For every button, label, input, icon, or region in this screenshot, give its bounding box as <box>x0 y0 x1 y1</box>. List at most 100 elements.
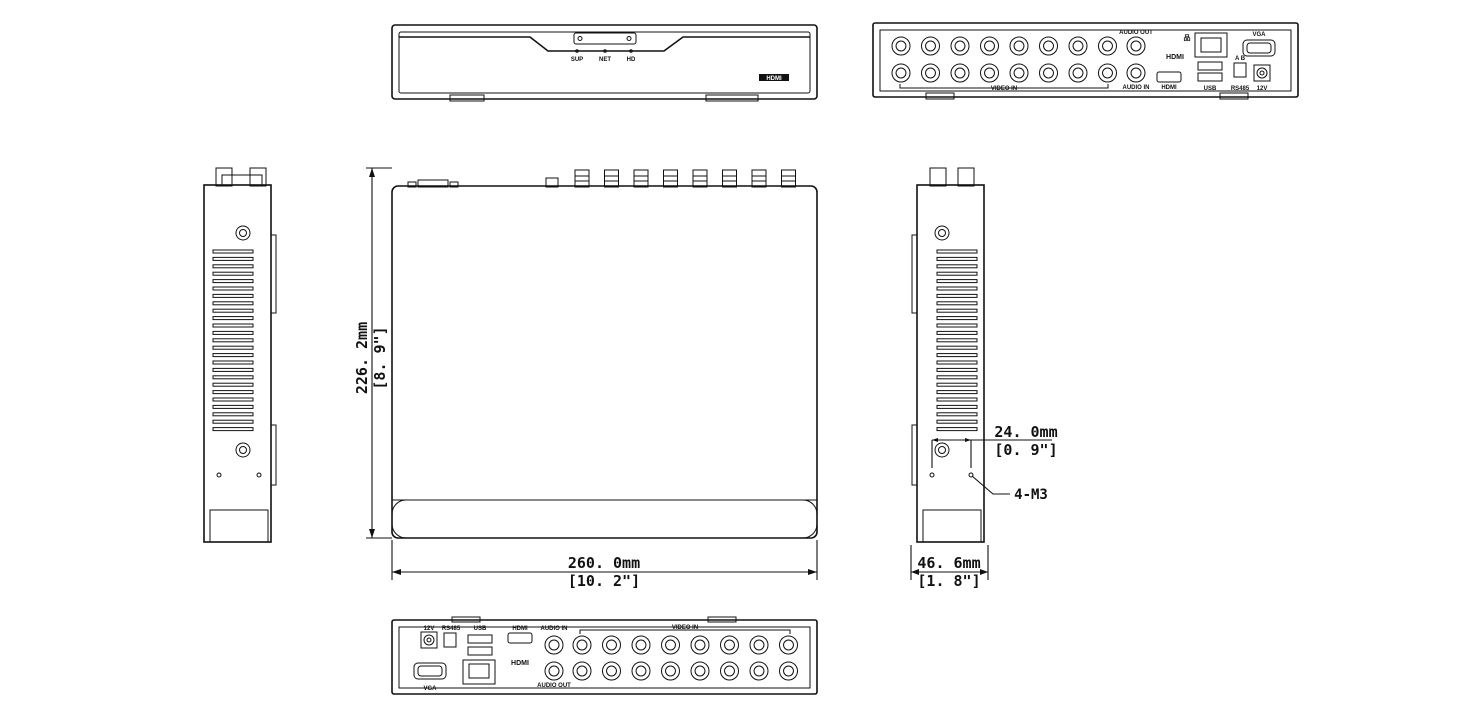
vent-slot <box>936 427 978 432</box>
vent-slot <box>212 316 254 321</box>
bnc-connector-inner <box>954 67 966 79</box>
rear-lan-icon: 品 <box>1184 33 1191 42</box>
vent-slot <box>212 279 254 284</box>
bnc-connector-outer <box>749 635 769 655</box>
vent-slot <box>212 353 254 358</box>
vent-slot <box>936 419 978 424</box>
vent-slot <box>212 323 254 328</box>
bnc-stub <box>633 169 649 188</box>
bnc-stub <box>692 169 708 188</box>
bnc-connector-inner <box>606 665 617 677</box>
bnc-connector-inner <box>1072 40 1084 52</box>
bnc-stub-ring <box>604 175 619 182</box>
bnc-connector-outer <box>690 661 710 681</box>
bnc-connector-inner <box>1072 67 1084 79</box>
rear-rs485-ab: A B <box>1235 56 1246 62</box>
bnc-stub <box>781 169 796 188</box>
led-label-sup: SUP <box>571 57 583 63</box>
vent-slot <box>212 293 254 298</box>
bottom-usb-label: USB <box>474 626 487 632</box>
width-mm-label: 260. 0mm <box>568 554 640 572</box>
bnc-connector-inner <box>783 665 794 677</box>
screw-label: 4-M3 <box>1014 487 1048 503</box>
rear-vga-label: VGA <box>1252 32 1266 38</box>
rear-hdmi-label: HDMI <box>1161 85 1177 91</box>
bnc-connector-inner <box>1102 40 1113 52</box>
vent-slot <box>212 249 254 254</box>
vent-slot <box>936 256 978 261</box>
bottom-hdmi-logo: HDMI <box>511 660 529 667</box>
bnc-connector-inner <box>1102 67 1113 79</box>
bnc-connector-outer <box>1068 63 1088 83</box>
vent-slot <box>936 249 978 254</box>
bnc-connector-outer <box>1098 36 1117 56</box>
vent-slot <box>212 390 254 395</box>
depth-in-label: [8. 9"] <box>371 326 389 389</box>
rear-video-in-label: VIDEO IN <box>991 86 1017 92</box>
vent-slot <box>212 360 254 365</box>
bnc-connector-outer <box>572 661 592 681</box>
top-view <box>391 169 818 539</box>
bnc-connector-outer <box>661 661 680 681</box>
bnc-connector-outer <box>1098 63 1117 83</box>
vent-slot <box>212 404 254 409</box>
bottom-video-in-label: VIDEO IN <box>672 625 698 631</box>
bnc-connector-outer <box>950 36 970 56</box>
vent-slot <box>936 293 978 298</box>
height-mm-label: 46. 6mm <box>917 554 980 572</box>
bnc-connector-inner <box>1043 67 1054 79</box>
bottom-audio-out-label: AUDIO OUT <box>537 683 571 689</box>
bnc-connector-outer <box>779 661 798 681</box>
rear-audio-out-label: AUDIO OUT <box>1119 30 1153 36</box>
led-label-net: NET <box>599 57 611 63</box>
rear-audio-in-label: AUDIO IN <box>1123 85 1150 91</box>
rear-hdmi-logo: HDMI <box>1166 54 1184 61</box>
bnc-connector-inner <box>1013 40 1025 52</box>
bnc-connector-outer <box>1068 36 1088 56</box>
vent-slot <box>212 301 254 306</box>
bnc-stub-ring <box>634 175 648 182</box>
front-hdmi-logo <box>759 74 789 81</box>
bnc-connector-outer <box>891 63 911 83</box>
vent-slot <box>936 397 978 402</box>
height-in-label: [1. 8"] <box>917 572 980 590</box>
vent-slot <box>212 427 254 432</box>
bnc-connector-inner <box>925 40 936 52</box>
vent-slot <box>936 382 978 387</box>
rear-panel-view-top: VIDEO IN AUDIO OUT AUDIO IN HDMI HDMI US… <box>872 22 1299 100</box>
bnc-connector-inner <box>1043 40 1054 52</box>
bnc-connector-outer <box>720 635 739 655</box>
vent-slot <box>212 382 254 387</box>
bnc-connector-outer <box>602 635 621 655</box>
bnc-connector-inner <box>576 639 588 651</box>
vent-slot <box>936 412 978 417</box>
bnc-stub <box>604 169 619 188</box>
vent-slot <box>936 404 978 409</box>
rear-power-label: 12V <box>1257 86 1268 92</box>
bnc-connector-inner <box>895 40 907 52</box>
bnc-connector-outer <box>1039 36 1058 56</box>
dimension-lines <box>366 167 989 580</box>
bnc-connector-outer <box>980 63 999 83</box>
right-side-view <box>911 167 1052 543</box>
bnc-stub <box>574 169 590 188</box>
vent-slot <box>212 375 254 380</box>
bnc-connector-outer <box>749 661 769 681</box>
bottom-hdmi-label: HDMI <box>512 626 528 632</box>
bnc-connector-inner <box>954 40 966 52</box>
bnc-connector-inner <box>783 639 794 651</box>
vent-slot <box>212 256 254 261</box>
vent-slot <box>936 264 978 269</box>
vent-slot <box>212 330 254 335</box>
bnc-connector-inner <box>665 665 676 677</box>
vent-slot <box>936 353 978 358</box>
bnc-connector-inner <box>576 665 588 677</box>
bottom-vga-label: VGA <box>423 686 437 692</box>
vent-slot <box>936 286 978 291</box>
bnc-stub-ring <box>752 175 766 182</box>
vent-slot <box>936 375 978 380</box>
bnc-stub <box>751 169 767 188</box>
bnc-connector-outer <box>950 63 970 83</box>
bottom-power-label: 12V <box>424 626 435 632</box>
